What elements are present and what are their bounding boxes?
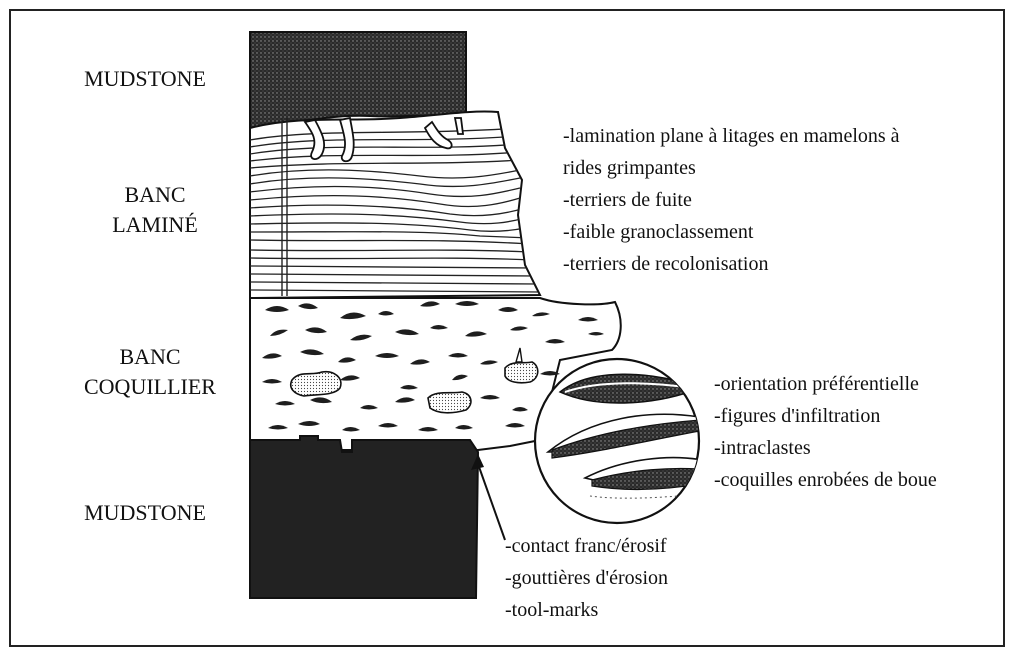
- note-tool-marks: -tool-marks: [505, 594, 668, 626]
- note-contact: -contact franc/érosif: [505, 530, 668, 562]
- note-erosion-gutters: -gouttières d'érosion: [505, 562, 668, 594]
- contact-arrow: [478, 464, 505, 540]
- contact-notes: -contact franc/érosif -gouttières d'éros…: [505, 530, 668, 626]
- laminated-bed-notes: -lamination plane à litages en mamelons …: [563, 120, 900, 280]
- note-mud-coated-shells: -coquilles enrobées de boue: [714, 464, 937, 496]
- note-climbing-ripples: rides grimpantes: [563, 152, 900, 184]
- note-escape-burrows: -terriers de fuite: [563, 184, 900, 216]
- note-infiltration: -figures d'infiltration: [714, 400, 937, 432]
- note-recolonisation: -terriers de recolonisation: [563, 248, 900, 280]
- note-lamination: -lamination plane à litages en mamelons …: [563, 120, 900, 152]
- bottom-mudstone-block: [250, 436, 478, 598]
- note-grading: -faible granoclassement: [563, 216, 900, 248]
- note-intraclasts: -intraclastes: [714, 432, 937, 464]
- note-orientation: -orientation préférentielle: [714, 368, 937, 400]
- shell-bed-notes: -orientation préférentielle -figures d'i…: [714, 368, 937, 496]
